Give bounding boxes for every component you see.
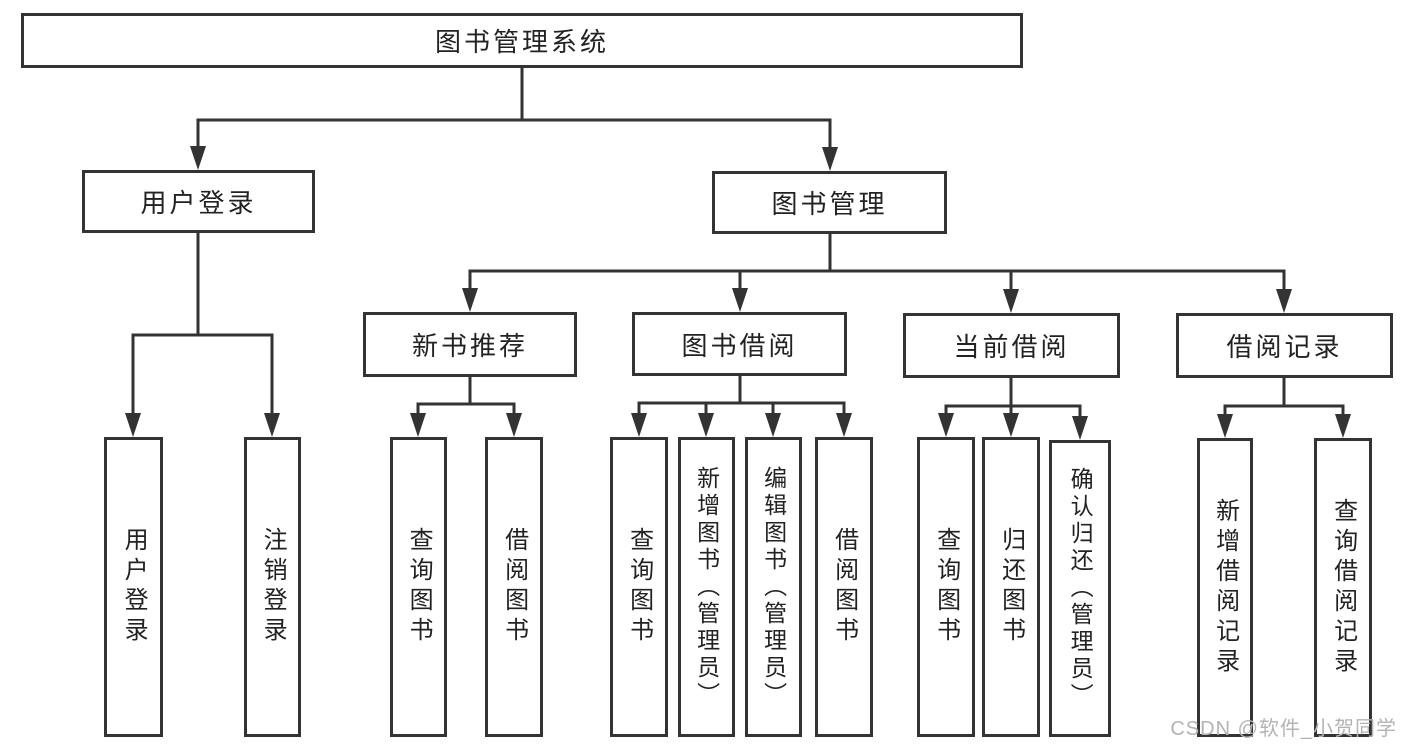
node-book-management-module: 图书管理: [712, 171, 947, 234]
node-book-borrow: 图书借阅: [632, 312, 847, 376]
leaf-query-books-3: 查询图书: [917, 437, 975, 737]
leaf-return-books-label: 归还图书: [997, 527, 1025, 647]
leaf-user-login: 用户登录: [104, 437, 163, 737]
leaf-borrow-books-1: 借阅图书: [485, 437, 543, 737]
leaf-confirm-return-admin-label: 确认归还（管理员）: [1067, 467, 1094, 710]
node-new-book-recommend: 新书推荐: [363, 312, 577, 377]
leaf-borrow-books-2: 借阅图书: [815, 437, 873, 737]
leaf-query-borrow-record-label: 查询借阅记录: [1329, 497, 1357, 678]
leaf-edit-books-admin: 编辑图书（管理员）: [745, 437, 802, 737]
leaf-query-borrow-record: 查询借阅记录: [1314, 438, 1372, 737]
node-user-login-module: 用户登录: [82, 170, 315, 233]
leaf-edit-books-admin-label: 编辑图书（管理员）: [760, 465, 787, 709]
arrowheads: [125, 146, 1351, 440]
leaf-borrow-books-2-label: 借阅图书: [830, 527, 858, 647]
connector-paths: [131, 68, 1345, 421]
node-current-borrow: 当前借阅: [903, 313, 1120, 378]
node-root-system: 图书管理系统: [21, 13, 1023, 68]
leaf-query-books-1: 查询图书: [390, 437, 447, 737]
leaf-add-borrow-record-label: 新增借阅记录: [1211, 497, 1239, 678]
leaf-query-books-2-label: 查询图书: [625, 527, 653, 647]
leaf-query-books-3-label: 查询图书: [932, 527, 960, 647]
leaf-borrow-books-1-label: 借阅图书: [500, 527, 528, 647]
node-borrow-records: 借阅记录: [1176, 313, 1393, 378]
leaf-logout: 注销登录: [244, 437, 301, 737]
leaf-query-books-1-label: 查询图书: [405, 527, 433, 647]
leaf-return-books: 归还图书: [982, 437, 1040, 737]
leaf-confirm-return-admin: 确认归还（管理员）: [1049, 440, 1111, 737]
leaf-user-login-label: 用户登录: [120, 527, 148, 647]
watermark: CSDN @软件_小贺同学: [1170, 718, 1397, 740]
leaf-query-books-2: 查询图书: [610, 437, 668, 737]
leaf-logout-label: 注销登录: [259, 527, 287, 647]
leaf-add-borrow-record: 新增借阅记录: [1197, 438, 1253, 737]
leaf-add-books-admin: 新增图书（管理员）: [678, 437, 735, 737]
leaf-add-books-admin-label: 新增图书（管理员）: [693, 465, 720, 709]
